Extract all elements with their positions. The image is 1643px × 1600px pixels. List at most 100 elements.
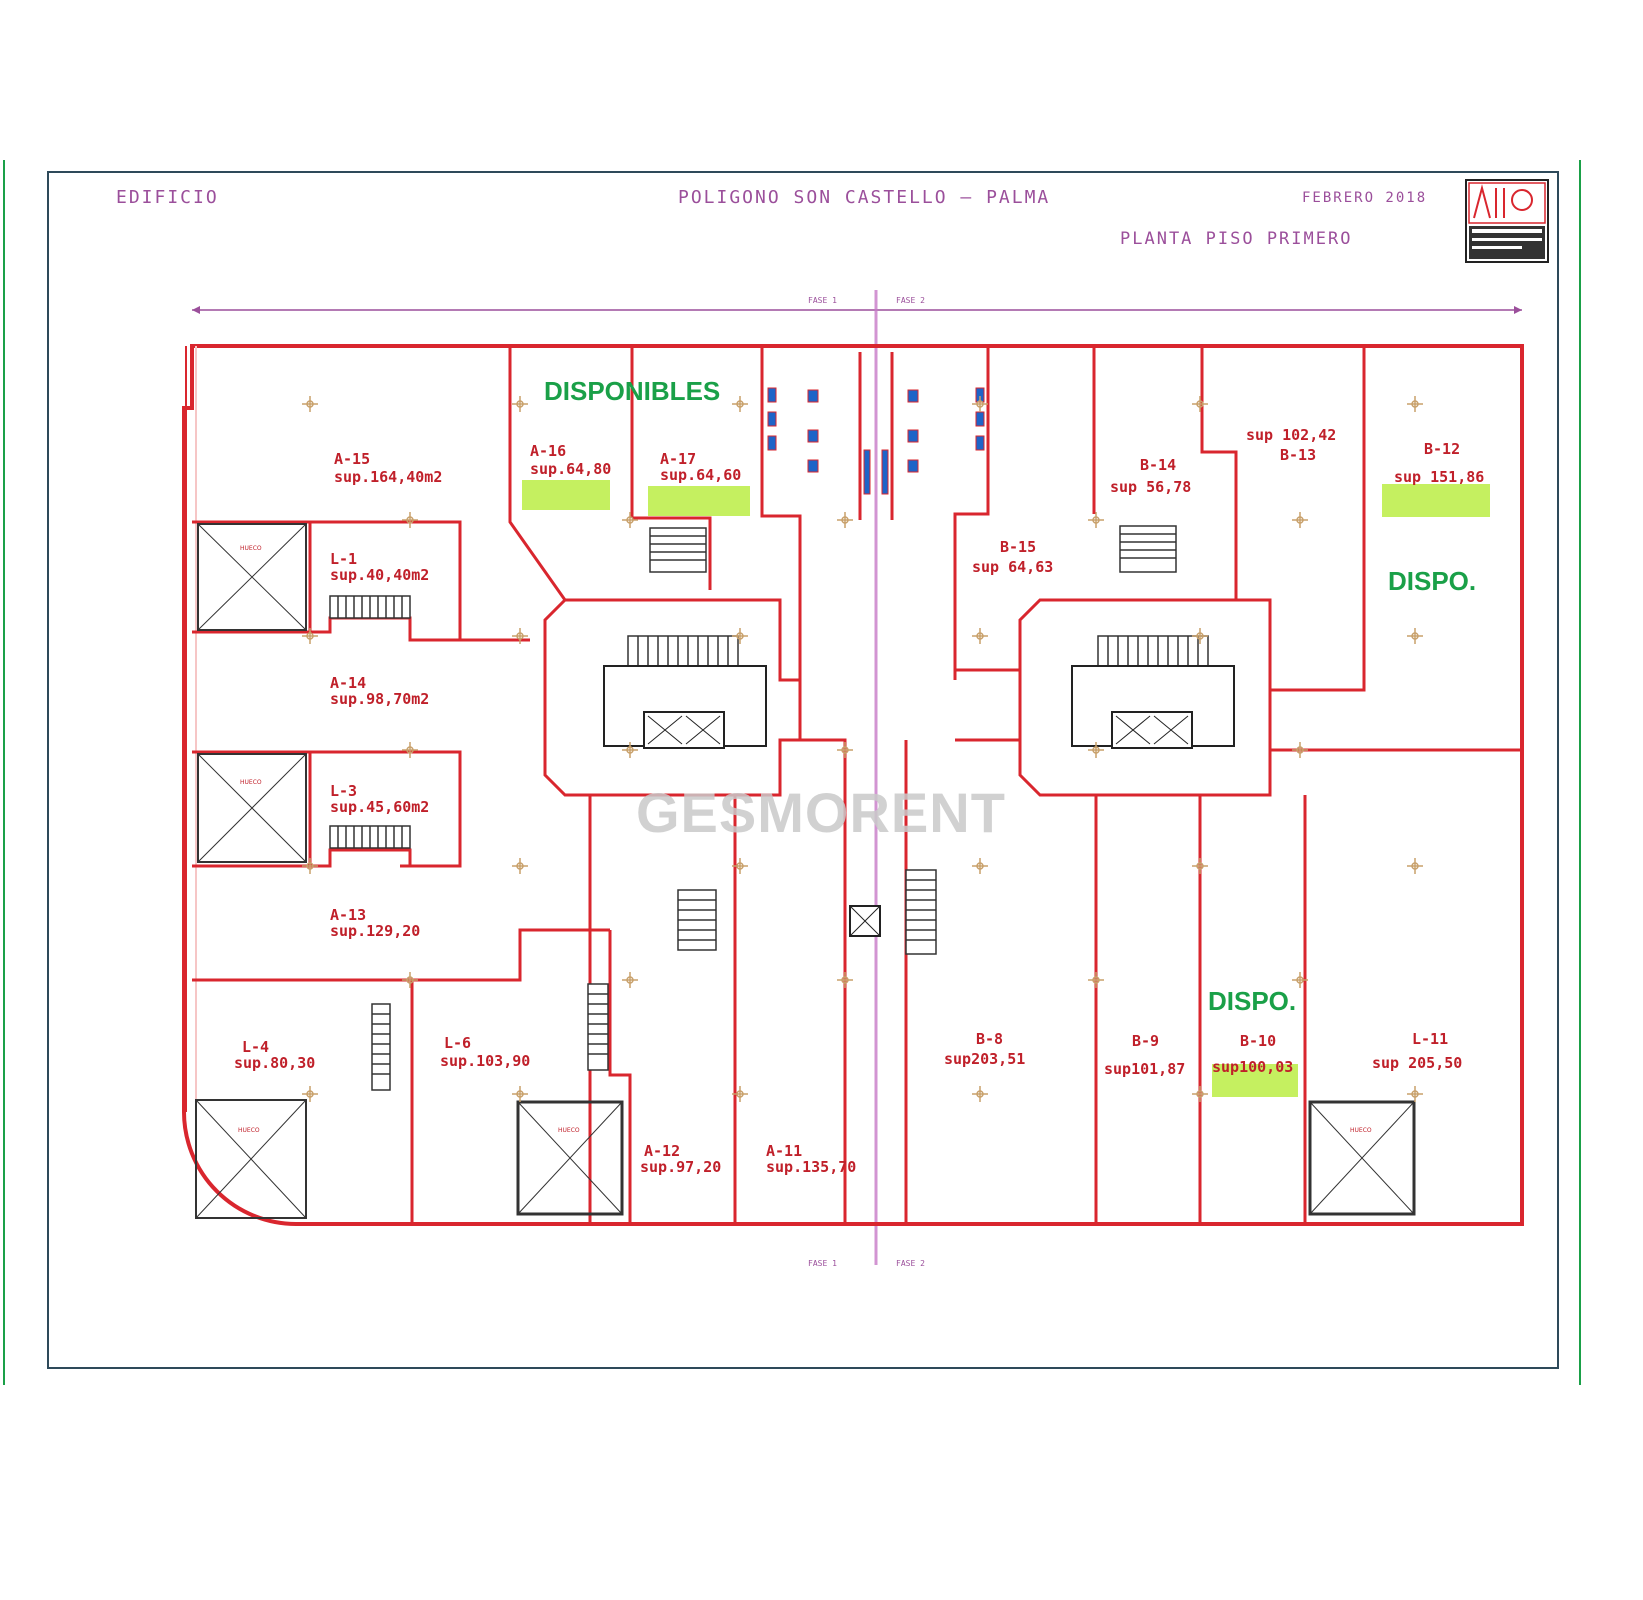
unit-code: B-10 [1240, 1032, 1276, 1050]
grid-marker [1192, 628, 1208, 644]
outer-wall [182, 344, 1524, 1226]
unit-code: A-14 [330, 674, 366, 692]
grid-marker-dot [1196, 632, 1204, 640]
unit-a14: A-14 sup.98,70m2 [330, 674, 429, 708]
unit-code: L-11 [1412, 1030, 1448, 1048]
unit-code: A-16 [530, 442, 566, 460]
elevator-left [643, 711, 725, 749]
grid-marker [732, 396, 748, 412]
unit-area: sup.64,60 [660, 466, 741, 484]
unit-a12: A-12 sup.97,20 [640, 1142, 721, 1176]
grid-marker-dot [1092, 516, 1100, 524]
stair-l4 [371, 1003, 391, 1091]
unit-b10: B-10 sup100,03 [1212, 1032, 1293, 1076]
grid-marker-dot [306, 1090, 314, 1098]
unit-code: A-13 [330, 906, 366, 924]
hueco-label-2: HUECO [240, 779, 262, 786]
stair-core-right [1097, 635, 1209, 667]
grid-marker [402, 512, 418, 528]
unit-area: sup.45,60m2 [330, 798, 429, 816]
stair-b8 [905, 869, 937, 955]
grid-marker [972, 1086, 988, 1102]
unit-code: A-11 [766, 1142, 802, 1160]
available-label-main: DISPONIBLES [544, 376, 720, 406]
grid-marker-dot [626, 516, 634, 524]
unit-code: B-12 [1424, 440, 1460, 458]
phase-1-label-top: FASE 1 [808, 296, 837, 305]
stair-a12 [677, 889, 717, 951]
grid-marker-dot [1411, 400, 1419, 408]
unit-a15: A-15 sup.164,40m2 [334, 450, 442, 486]
drawing-frame [47, 171, 1559, 1369]
unit-code: A-12 [644, 1142, 680, 1160]
hueco-label-4: HUECO [558, 1127, 580, 1134]
unit-area: sup.135,70 [766, 1158, 856, 1176]
architect-logo [1465, 179, 1549, 263]
grid-marker-dot [1092, 746, 1100, 754]
grid-marker [1088, 742, 1104, 758]
grid-marker [732, 1086, 748, 1102]
available-label-b12: DISPO. [1388, 566, 1476, 596]
grid-marker [1407, 628, 1423, 644]
grid-marker [1088, 972, 1104, 988]
grid-marker-dot [1296, 976, 1304, 984]
grid-marker-dot [736, 862, 744, 870]
grid-marker [972, 628, 988, 644]
grid-marker [1407, 396, 1423, 412]
unit-area: sup100,03 [1212, 1058, 1293, 1076]
unit-area: sup203,51 [944, 1050, 1025, 1068]
unit-b15: B-15 sup 64,63 [972, 538, 1053, 576]
grid-marker [1292, 972, 1308, 988]
grid-marker [972, 396, 988, 412]
unit-area: sup.129,20 [330, 922, 420, 940]
grid-marker [512, 1086, 528, 1102]
unit-b8: B-8 sup203,51 [944, 1030, 1025, 1068]
grid-marker-dot [516, 632, 524, 640]
unit-b14: B-14 sup 56,78 [1110, 456, 1191, 496]
unit-code: B-13 [1280, 446, 1316, 464]
grid-marker-dot [841, 516, 849, 524]
grid-marker-dot [626, 746, 634, 754]
header-floor: PLANTA PISO PRIMERO [1120, 229, 1352, 249]
unit-code: L-6 [444, 1034, 471, 1052]
lift-b8 [849, 905, 881, 937]
hueco-label-1: HUECO [240, 545, 262, 552]
grid-marker-dot [841, 746, 849, 754]
hueco-4 [516, 1100, 624, 1216]
phase-2-label-bottom: FASE 2 [896, 1259, 925, 1268]
grid-marker [1088, 512, 1104, 528]
grid-marker-dot [976, 862, 984, 870]
stair-l3 [329, 825, 411, 849]
stair-a16 [649, 527, 707, 573]
grid-marker-dot [976, 400, 984, 408]
unit-l3: L-3 sup.45,60m2 [330, 782, 429, 816]
grid-marker-dot [516, 1090, 524, 1098]
highlight-b10 [1212, 1064, 1298, 1097]
grid-marker [402, 972, 418, 988]
grid-marker-dot [306, 632, 314, 640]
hueco-3 [195, 1099, 307, 1219]
grid-marker-dot [626, 976, 634, 984]
grid-marker [1192, 858, 1208, 874]
grid-marker-dot [1411, 1090, 1419, 1098]
stair-b14 [1119, 525, 1177, 573]
availability-highlights [522, 480, 1490, 1097]
unit-area: sup.80,30 [234, 1054, 315, 1072]
unit-area: sup.64,80 [530, 460, 611, 478]
unit-area: sup 151,86 [1394, 468, 1484, 486]
grid-marker-dot [736, 1090, 744, 1098]
unit-code: L-4 [242, 1038, 269, 1056]
elevator-cores [603, 665, 1235, 937]
hueco-5 [1308, 1100, 1416, 1216]
unit-area: sup 64,63 [972, 558, 1053, 576]
phase-2-label-top: FASE 2 [896, 296, 925, 305]
unit-a13: A-13 sup.129,20 [330, 906, 420, 940]
unit-code: B-8 [976, 1030, 1003, 1048]
grid-marker-dot [406, 976, 414, 984]
unit-area: sup 102,42 [1246, 426, 1336, 444]
grid-marker [302, 396, 318, 412]
grid-marker-dot [516, 862, 524, 870]
grid-marker [512, 396, 528, 412]
stair-l1 [329, 595, 411, 619]
